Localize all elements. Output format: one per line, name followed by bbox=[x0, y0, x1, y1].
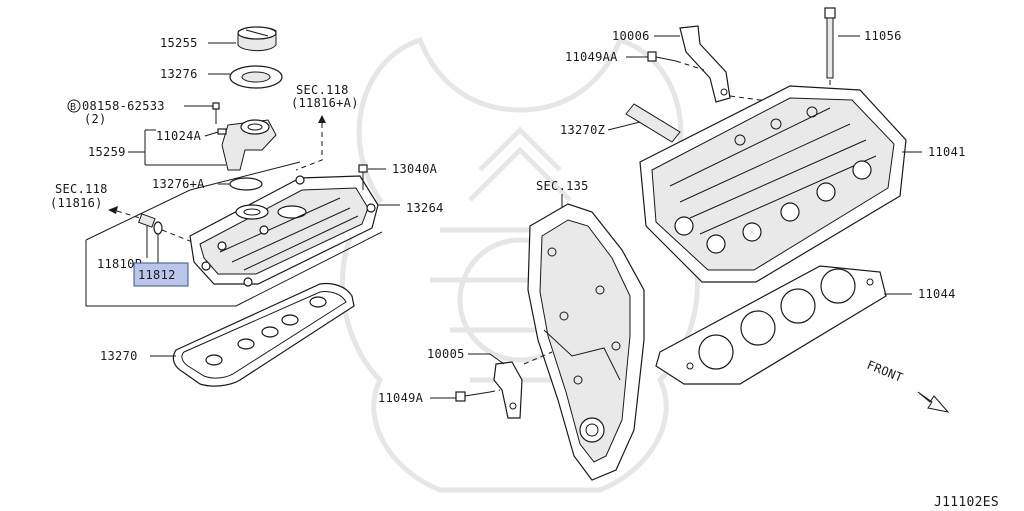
filler-cap-seal[interactable] bbox=[229, 65, 283, 89]
label-11812[interactable]: 11812 bbox=[138, 268, 176, 282]
cover-gasket[interactable] bbox=[172, 282, 355, 387]
timing-chain-case[interactable] bbox=[527, 203, 645, 481]
head-gasket[interactable] bbox=[655, 265, 887, 385]
label-08158-62533: 08158-62533 bbox=[82, 99, 165, 113]
cylinder-head[interactable] bbox=[639, 85, 907, 283]
label-11044: 11044 bbox=[918, 287, 956, 301]
label-11056: 11056 bbox=[864, 29, 902, 43]
label-13276: 13276 bbox=[160, 67, 198, 81]
label-08158-qty: (2) bbox=[84, 112, 107, 126]
label-11024a: 11024A bbox=[156, 129, 202, 143]
label-11049aa: 11049AA bbox=[565, 50, 618, 64]
front-label: FRONT bbox=[865, 358, 905, 385]
plug-tube-seal[interactable] bbox=[625, 103, 681, 143]
label-15255: 15255 bbox=[160, 36, 198, 50]
svg-text:B: B bbox=[70, 102, 76, 113]
label-sec135[interactable]: SEC.135 bbox=[536, 179, 589, 193]
sec118b-ref[interactable]: (11816) bbox=[50, 196, 103, 210]
bracket-bolt[interactable] bbox=[647, 51, 677, 62]
watermark-emblem bbox=[340, 36, 700, 493]
case-bracket[interactable] bbox=[493, 361, 523, 419]
small-bolt[interactable] bbox=[212, 102, 220, 124]
oil-filler-cap[interactable] bbox=[237, 26, 277, 52]
o-ring[interactable] bbox=[229, 177, 263, 191]
sec118a-title[interactable]: SEC.118 bbox=[296, 83, 349, 97]
label-13040a: 13040A bbox=[392, 162, 438, 176]
label-10006: 10006 bbox=[612, 29, 650, 43]
front-arrow-icon bbox=[917, 391, 950, 413]
label-11041: 11041 bbox=[928, 145, 966, 159]
highlight-11812[interactable] bbox=[133, 262, 189, 287]
pcv-valve[interactable] bbox=[138, 213, 163, 235]
label-11810p: 11810P bbox=[97, 257, 142, 271]
label-13264: 13264 bbox=[406, 201, 444, 215]
label-15259: 15259 bbox=[88, 145, 126, 159]
engine-bracket[interactable] bbox=[679, 25, 731, 103]
breather-housing[interactable] bbox=[217, 119, 277, 171]
bolt-symbol: B bbox=[67, 99, 81, 113]
case-bolt[interactable] bbox=[455, 391, 491, 402]
diagram-id: J11102ES bbox=[934, 495, 999, 510]
label-13270z: 13270Z bbox=[560, 123, 605, 137]
cover-bolt[interactable] bbox=[358, 164, 368, 190]
sec118a-ref[interactable]: (11816+A) bbox=[291, 96, 359, 110]
sec118b-title[interactable]: SEC.118 bbox=[55, 182, 108, 196]
label-10005: 10005 bbox=[427, 347, 465, 361]
label-13276a: 13276+A bbox=[152, 177, 205, 191]
head-bolt[interactable] bbox=[824, 7, 836, 79]
rocker-cover[interactable] bbox=[189, 175, 379, 287]
label-11049a: 11049A bbox=[378, 391, 424, 405]
label-13270: 13270 bbox=[100, 349, 138, 363]
